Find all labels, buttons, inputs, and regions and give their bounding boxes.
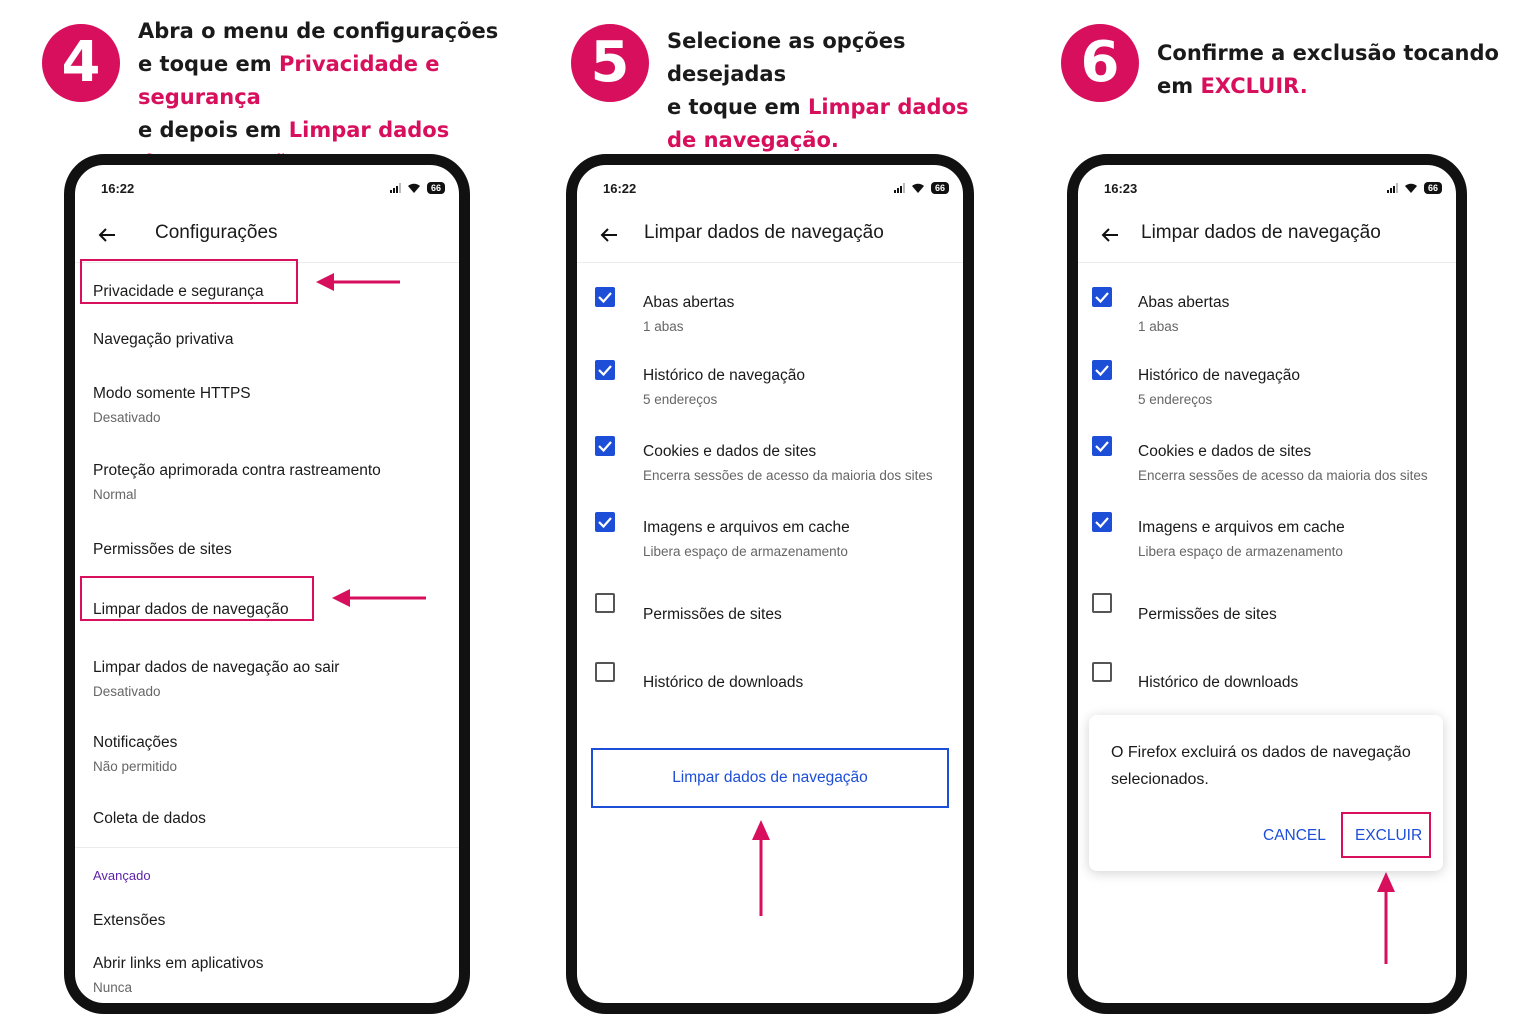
- checkbox-open-tabs[interactable]: [595, 287, 615, 307]
- back-arrow-icon[interactable]: [97, 225, 117, 245]
- option-site-permissions[interactable]: Permissões de sites: [643, 606, 782, 623]
- checkbox-cache[interactable]: [595, 512, 615, 532]
- settings-item-privacy[interactable]: Privacidade e segurança: [93, 283, 264, 300]
- checkbox-cache[interactable]: [1092, 512, 1112, 532]
- check-icon: [598, 292, 612, 304]
- arrow-left-icon: [316, 273, 400, 291]
- status-bar: 16:22 66: [75, 179, 459, 201]
- check-icon: [1095, 517, 1109, 529]
- app-bar: Limpar dados de navegação: [577, 209, 963, 263]
- battery-icon: 66: [426, 182, 445, 194]
- page-title: Configurações: [155, 222, 278, 243]
- check-icon: [1095, 441, 1109, 453]
- section-divider: [75, 847, 459, 848]
- settings-item-clear-browsing-data[interactable]: Limpar dados de navegação: [93, 601, 289, 618]
- step-number-4: 4: [42, 24, 120, 102]
- option-open-tabs[interactable]: Abas abertas 1 abas: [1138, 294, 1230, 334]
- highlight-excluir-box: [1341, 812, 1431, 858]
- wifi-icon: [407, 183, 421, 193]
- phone-confirm-dialog-screen: 16:23 66 Limpar dados de navegação Abas …: [1067, 154, 1467, 1014]
- checkbox-cookies[interactable]: [595, 436, 615, 456]
- excluir-button[interactable]: EXCLUIR: [1355, 827, 1423, 844]
- option-browsing-history[interactable]: Histórico de navegação 5 endereços: [643, 367, 805, 407]
- option-cookies[interactable]: Cookies e dados de sites Encerra sessões…: [643, 443, 933, 483]
- signal-icon: [1386, 183, 1398, 193]
- settings-item-tracking-protection[interactable]: Proteção aprimorada contra rastreamento …: [93, 462, 381, 502]
- battery-icon: 66: [930, 182, 949, 194]
- checkbox-browsing-history[interactable]: [595, 360, 615, 380]
- check-icon: [598, 365, 612, 377]
- settings-item-https-only[interactable]: Modo somente HTTPS Desativado: [93, 385, 251, 425]
- battery-icon: 66: [1423, 182, 1442, 194]
- settings-item-open-links-in-apps[interactable]: Abrir links em aplicativos Nunca: [93, 955, 264, 995]
- checkbox-browsing-history[interactable]: [1092, 360, 1112, 380]
- status-time: 16:22: [603, 181, 637, 196]
- checkbox-site-permissions[interactable]: [1092, 593, 1112, 613]
- option-cookies[interactable]: Cookies e dados de sites Encerra sessões…: [1138, 443, 1428, 483]
- back-arrow-icon[interactable]: [1100, 225, 1120, 245]
- step-number-6: 6: [1061, 24, 1139, 102]
- status-bar: 16:22 66: [577, 179, 963, 201]
- page-title: Limpar dados de navegação: [644, 222, 884, 243]
- step-4-instructions: Abra o menu de configurações e toque em …: [138, 19, 499, 175]
- dialog-message: O Firefox excluirá os dados de navegação…: [1111, 744, 1411, 788]
- cancel-button[interactable]: CANCEL: [1263, 827, 1326, 844]
- option-download-history[interactable]: Histórico de downloads: [643, 674, 804, 691]
- check-icon: [1095, 365, 1109, 377]
- checkbox-download-history[interactable]: [595, 662, 615, 682]
- check-icon: [1095, 292, 1109, 304]
- back-arrow-icon[interactable]: [599, 225, 619, 245]
- option-download-history[interactable]: Histórico de downloads: [1138, 674, 1299, 691]
- checkbox-download-history[interactable]: [1092, 662, 1112, 682]
- confirm-dialog: O Firefox excluirá os dados de navegação…: [1089, 715, 1443, 871]
- phone-settings-screen: 16:22 66 Configurações Privacidade e seg…: [64, 154, 470, 1014]
- arrow-left-icon: [332, 589, 426, 607]
- checkbox-open-tabs[interactable]: [1092, 287, 1112, 307]
- page-title: Limpar dados de navegação: [1141, 222, 1381, 243]
- arrow-up-icon: [752, 820, 770, 916]
- settings-item-private-browsing[interactable]: Navegação privativa: [93, 331, 234, 348]
- option-cache[interactable]: Imagens e arquivos em cache Libera espaç…: [643, 519, 850, 559]
- status-time: 16:23: [1104, 181, 1138, 196]
- checkbox-cookies[interactable]: [1092, 436, 1112, 456]
- checkbox-site-permissions[interactable]: [595, 593, 615, 613]
- settings-item-site-permissions[interactable]: Permissões de sites: [93, 541, 232, 558]
- step-6-instructions: Confirme a exclusão tocando em EXCLUIR.: [1157, 41, 1499, 98]
- status-time: 16:22: [101, 181, 135, 196]
- wifi-icon: [1404, 183, 1418, 193]
- status-bar: 16:23 66: [1078, 179, 1456, 201]
- step-5-instructions: Selecione as opções desejadas e toque em…: [667, 29, 969, 152]
- highlight-clear-data-box: [80, 576, 314, 621]
- signal-icon: [389, 183, 401, 193]
- wifi-icon: [911, 183, 925, 193]
- section-header-advanced: Avançado: [93, 868, 151, 883]
- option-site-permissions[interactable]: Permissões de sites: [1138, 606, 1277, 623]
- app-bar: Configurações: [75, 209, 459, 263]
- clear-browsing-data-button[interactable]: Limpar dados de navegação: [591, 748, 949, 808]
- signal-icon: [893, 183, 905, 193]
- app-bar: Limpar dados de navegação: [1078, 209, 1456, 263]
- arrow-up-icon: [1377, 872, 1395, 964]
- phone-clear-data-screen: 16:22 66 Limpar dados de navegação Abas …: [566, 154, 974, 1014]
- step-number-5: 5: [571, 24, 649, 102]
- settings-item-extensions[interactable]: Extensões: [93, 912, 166, 929]
- settings-item-data-collection[interactable]: Coleta de dados: [93, 810, 206, 827]
- settings-item-clear-on-exit[interactable]: Limpar dados de navegação ao sair Desati…: [93, 659, 340, 699]
- check-icon: [598, 441, 612, 453]
- check-icon: [598, 517, 612, 529]
- option-open-tabs[interactable]: Abas abertas 1 abas: [643, 294, 735, 334]
- highlight-privacy-box: [80, 259, 298, 304]
- option-browsing-history[interactable]: Histórico de navegação 5 endereços: [1138, 367, 1300, 407]
- option-cache[interactable]: Imagens e arquivos em cache Libera espaç…: [1138, 519, 1345, 559]
- settings-item-notifications[interactable]: Notificações Não permitido: [93, 734, 178, 774]
